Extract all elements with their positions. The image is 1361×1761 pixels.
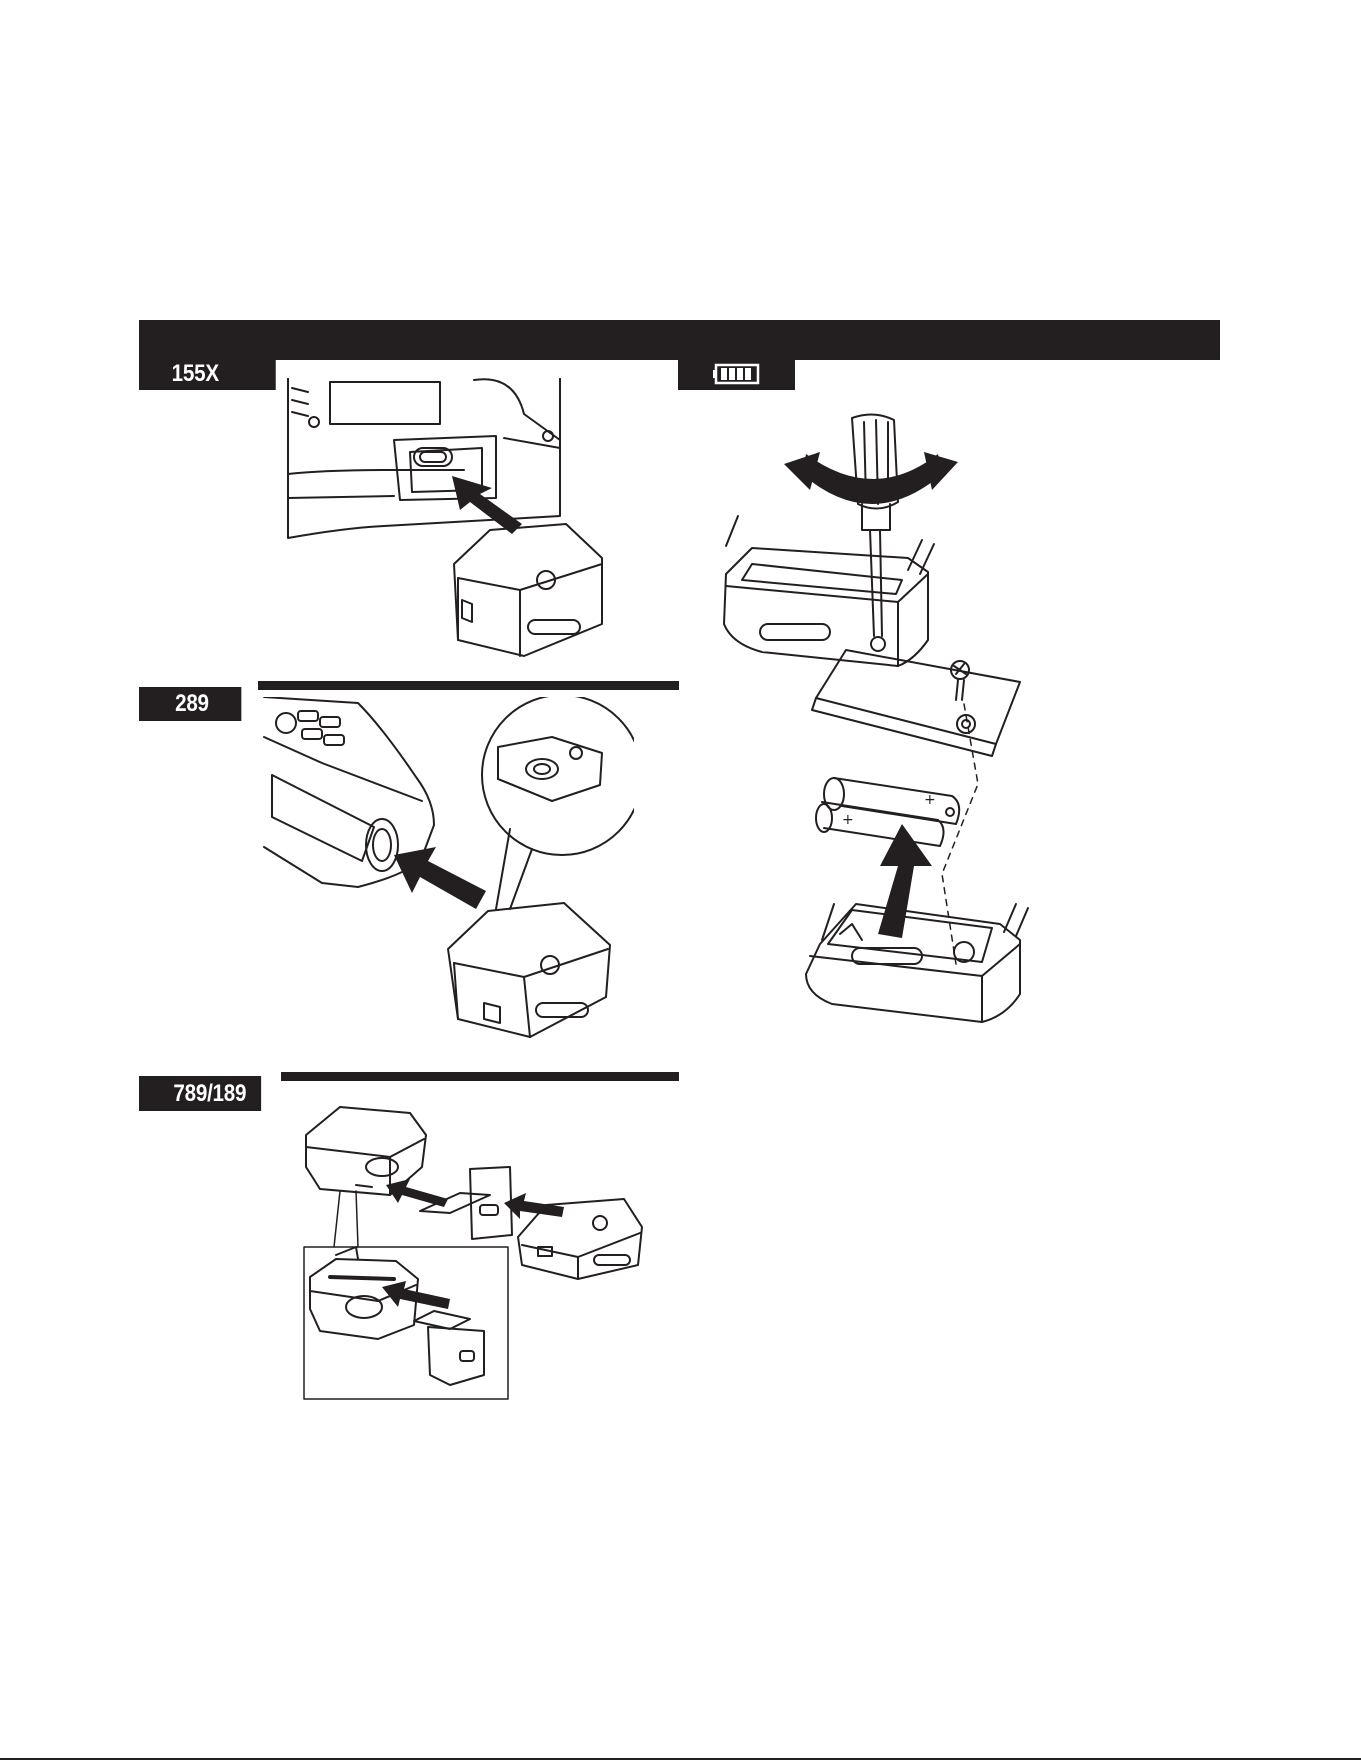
meter-battery-compartment-open	[806, 904, 1028, 1022]
divider-289	[258, 681, 679, 690]
zoom-callout	[482, 697, 634, 909]
svg-text:+: +	[924, 792, 936, 808]
header-bar	[139, 320, 1220, 360]
section-label-289: 289	[139, 687, 241, 721]
rotate-arrows-icon	[784, 452, 958, 504]
battery-tab	[678, 358, 795, 390]
lift-arrow-icon	[878, 824, 932, 938]
insert-arrow-icon	[452, 476, 522, 534]
battery-icon	[713, 363, 761, 385]
insert-arrow-icon	[394, 847, 486, 909]
ir-adapter-155x	[454, 524, 602, 656]
insert-arrow-icon	[504, 1193, 564, 1219]
screw-icon	[871, 637, 885, 651]
battery-cover-removed	[812, 650, 1020, 756]
ir-port-289	[366, 819, 398, 871]
meter-battery-cover-closed	[724, 516, 934, 666]
page-bottom-rule	[0, 1758, 1361, 1760]
figure-789-189-ir-adapter	[300, 1095, 645, 1401]
screwdriver-icon	[852, 414, 898, 636]
detail-inset-adapter-insert	[414, 1311, 484, 1385]
figure-289-ir-adapter	[262, 697, 634, 1059]
svg-text:+: +	[842, 812, 854, 828]
figure-155x-ir-adapter	[284, 378, 614, 680]
screw-removed-icon	[951, 661, 969, 700]
section-label-155x: 155X	[139, 358, 276, 390]
divider-789	[281, 1072, 679, 1081]
batteries-icon: + +	[816, 778, 959, 846]
ir-adapter-289	[448, 903, 610, 1037]
figure-battery-replacement: + +	[702, 404, 1174, 1092]
meter-155x-body	[288, 378, 560, 538]
section-label-789-189: 789/189	[139, 1076, 261, 1111]
